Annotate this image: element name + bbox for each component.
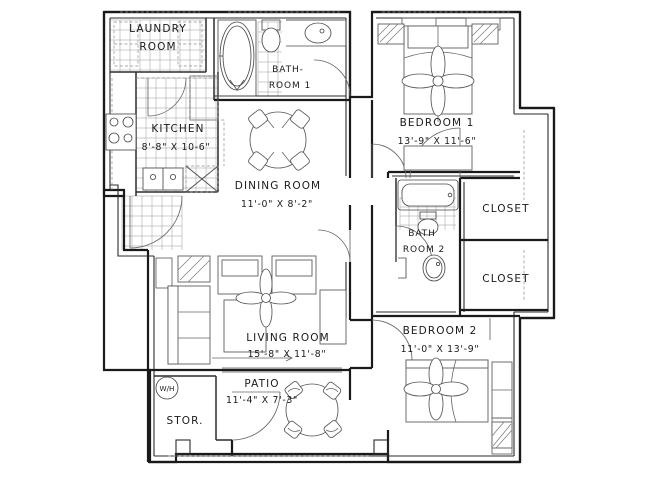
label-closet-1: CLOSET (482, 203, 529, 215)
ceiling-fan-icon (403, 357, 469, 421)
sofa-icon (167, 285, 211, 365)
water-heater-icon: W/H (155, 376, 179, 400)
toilet-icon (261, 19, 281, 53)
label-laundry-room-line2: ROOM (139, 41, 176, 53)
bedroom2-furniture (403, 357, 513, 449)
entry-tile-floor (121, 195, 183, 250)
range-burners-icon (105, 113, 137, 151)
label-bedroom-1-dimensions: 13'-9" X 11'-6" (398, 136, 477, 147)
toilet-icon (417, 211, 439, 236)
label-dining-room-dimensions: 11'-0" X 8'-2" (241, 199, 313, 210)
label-bedroom-2: BEDROOM 2 (403, 325, 478, 337)
sink-icon (422, 254, 446, 282)
room-labels: LAUNDRY ROOM KITCHEN 8'-8" X 10-6" BATH-… (129, 23, 529, 427)
ceiling-fan-icon (235, 268, 297, 328)
label-storage: STOR. (166, 415, 203, 427)
wall-jog-left (104, 184, 154, 257)
bathroom2-fixtures (397, 179, 459, 282)
doors (129, 59, 491, 441)
refrigerator-icon (189, 75, 219, 121)
label-bedroom-1: BEDROOM 1 (400, 117, 475, 129)
armchair-icon (217, 255, 317, 295)
bedroom1-furniture (377, 23, 499, 171)
sink-icon (286, 19, 347, 47)
dimension-arrow (212, 354, 293, 362)
label-living-room: LIVING ROOM (246, 332, 330, 344)
kitchen-fixtures (105, 75, 225, 193)
water-heater-label: W/H (160, 384, 175, 393)
label-living-room-dimensions: 15'-8" X 11'-8" (248, 349, 327, 360)
label-bathroom-1-line1: BATH- (272, 65, 304, 75)
label-patio-dimensions: 11'-4" X 7'-3" (226, 395, 298, 406)
label-bedroom-2-dimensions: 11'-0" X 13'-9" (401, 344, 480, 355)
bathroom1-fixtures (217, 19, 347, 97)
ceiling-fan-icon (401, 45, 475, 122)
patio-furniture (283, 381, 342, 439)
bathtub-oval-icon (217, 19, 257, 97)
label-laundry-room-line1: LAUNDRY (129, 23, 187, 35)
nightstand-icon (377, 23, 499, 45)
label-bathroom-1-line2: ROOM 1 (269, 81, 311, 91)
double-sink-icon (142, 167, 184, 191)
dining-furniture (248, 109, 310, 171)
label-bathroom-2-line1: BATH (408, 229, 436, 239)
exterior-walls (102, 10, 556, 464)
living-furniture (167, 255, 347, 365)
bathtub-icon (397, 179, 459, 211)
label-dining-room: DINING ROOM (235, 180, 321, 192)
label-kitchen-dimensions: 8'-8" X 10-6" (142, 142, 211, 153)
label-bathroom-2-line2: ROOM 2 (403, 245, 445, 255)
laundry-appliances (113, 21, 203, 67)
label-closet-2: CLOSET (482, 273, 529, 285)
label-patio: PATIO (244, 378, 279, 390)
dishwasher-icon (185, 165, 219, 193)
label-kitchen: KITCHEN (151, 123, 204, 135)
side-table-icon (177, 255, 211, 283)
